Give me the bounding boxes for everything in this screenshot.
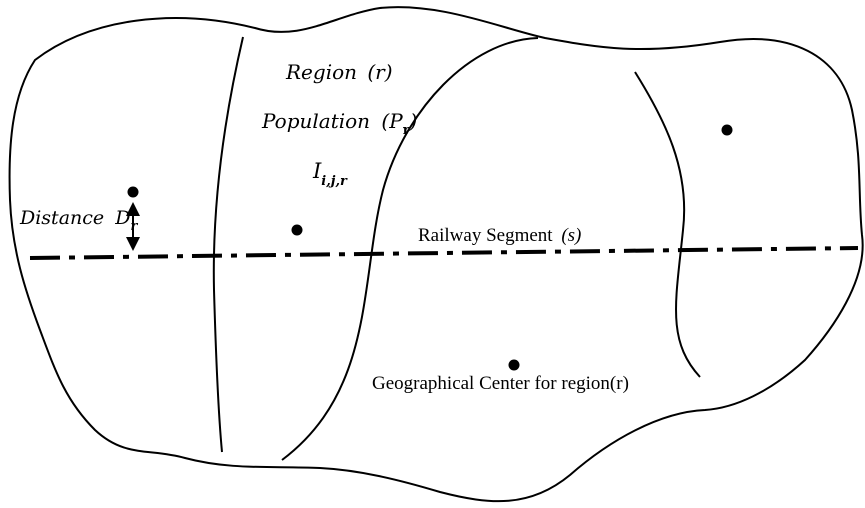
point-distance-marker: [127, 186, 139, 198]
geographical-center-label: Geographical Center for region(r): [372, 373, 629, 394]
population-label: Population (Pr): [261, 109, 417, 138]
railway-segment-label: Railway Segment (s): [418, 225, 581, 246]
distance-arrow: [126, 202, 140, 251]
railway-segment-line: [29, 246, 859, 260]
divider-middle: [281, 37, 539, 461]
divider-left: [212, 36, 244, 453]
outer-boundary: [8, 6, 864, 503]
index-label: Ii,j,r: [312, 159, 348, 189]
region-label: Region (r): [285, 60, 393, 84]
point-right-region: [721, 124, 733, 136]
point-geographical-center: [508, 359, 520, 371]
divider-right: [634, 71, 701, 378]
distance-label: Distance Dr: [19, 207, 138, 234]
point-region-center: [291, 224, 303, 236]
